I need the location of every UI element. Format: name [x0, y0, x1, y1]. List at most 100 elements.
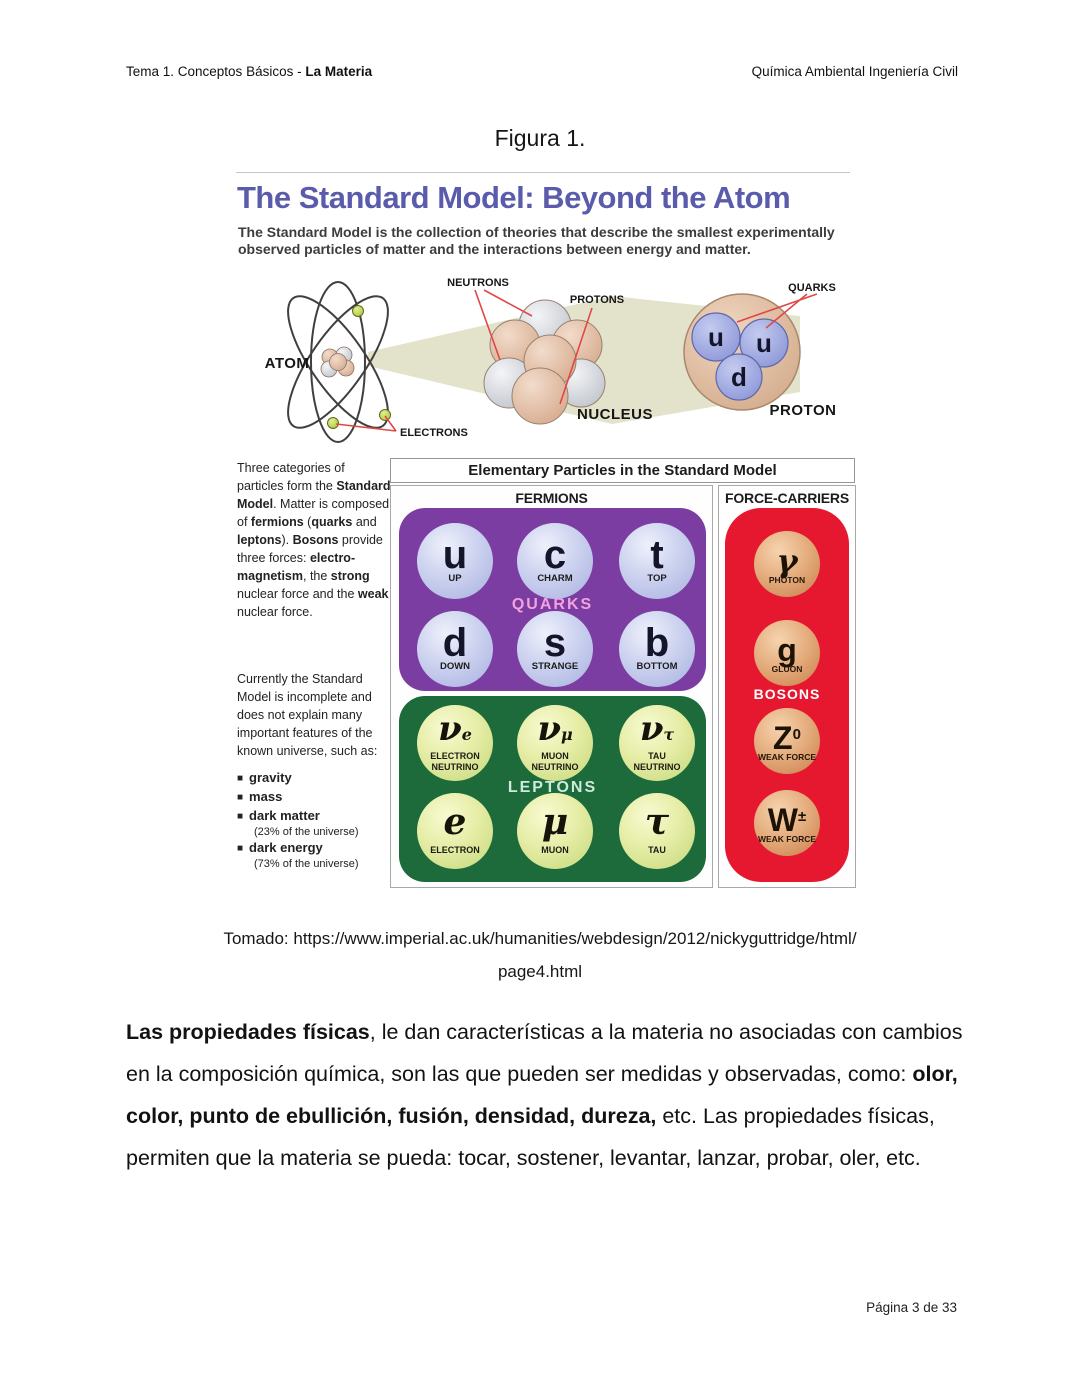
source-citation: Tomado: https://www.imperial.ac.uk/human… [0, 922, 1080, 988]
particle-quark-charm: c CHARM [517, 523, 593, 599]
protons-pointer [559, 307, 593, 405]
particle-tau: τ TAU [619, 793, 695, 869]
bullet-item: ■dark energy (73% of the universe) [237, 839, 393, 871]
text-segment: ( [303, 515, 312, 529]
symbol-sub: μ [560, 725, 573, 744]
particle-symbol: νμ [537, 712, 573, 750]
subtitle-line-1: The Standard Model is the collection of … [238, 224, 835, 240]
particle-electron: e ELECTRON [417, 793, 493, 869]
text-segment: Standard Model [237, 479, 391, 511]
bullet-note: (23% of the universe) [254, 826, 359, 838]
symbol-main: W [767, 801, 798, 838]
orbit-ellipse [287, 295, 389, 429]
particle-name: STRANGE [531, 661, 579, 672]
source-line-2: page4.html [497, 962, 583, 981]
neutrons-label: NEUTRONS [447, 277, 509, 289]
header-left-bold: La Materia [305, 64, 373, 79]
symbol-main: ν [537, 709, 561, 749]
particle-symbol: b [644, 621, 670, 665]
symbol-main: g [777, 631, 797, 668]
bullet-list: ■gravity ■mass ■ dark matter (23% of the … [237, 769, 393, 871]
particle-symbol: W± [768, 803, 806, 836]
electron-dot [327, 417, 339, 429]
quarks-pointer-label: QUARKS [788, 282, 836, 294]
particle-quark-strange: s STRANGE [517, 611, 593, 687]
sidebar-paragraph-2: Currently the Standard Model is incomple… [237, 672, 378, 758]
text-segment: weak [357, 587, 389, 601]
atom-orbits [287, 281, 389, 443]
name-line: MUON [541, 751, 569, 761]
fermions-panel: FERMIONS u UP c CHARM t TOP QUARKS d DOW… [390, 485, 713, 888]
electrons-pointer [384, 415, 397, 432]
particle-name: BOTTOM [636, 661, 678, 672]
particle-quark-top: t TOP [619, 523, 695, 599]
proton-quarks [691, 312, 789, 401]
leptons-group-label: LEPTONS [507, 779, 598, 796]
force-carriers-header: FORCE-CARRIERS [725, 490, 849, 506]
particle-z-boson: Z0 WEAK FORCE [754, 708, 820, 774]
particle-symbol: c [543, 533, 567, 577]
particle-name: TOP [647, 573, 667, 584]
page-number: Página 3 de 33 [866, 1300, 957, 1315]
protons-label: PROTONS [570, 294, 624, 306]
standard-model-subtitle: The Standard Model is the collection of … [238, 224, 835, 257]
particle-symbol: e [444, 804, 467, 844]
name-line: TAU [648, 844, 666, 855]
text-segment: , le dan características a la materia no… [126, 1020, 963, 1086]
electrons-label: ELECTRONS [400, 427, 468, 439]
bullet-item: ■mass [237, 788, 393, 807]
bullet-label: dark matter [249, 808, 320, 823]
bullet-item: ■gravity [237, 769, 393, 788]
quarks-pointer [736, 293, 818, 323]
proton-sphere [511, 367, 569, 425]
particle-symbol: u [442, 533, 468, 577]
nucleus-cluster [483, 299, 606, 425]
body-paragraph: Las propiedades físicas, le dan caracter… [126, 1011, 964, 1179]
nucleus-label: NUCLEUS [577, 406, 653, 423]
particle-symbol: d [442, 621, 468, 665]
figure-caption: Figura 1. [494, 125, 586, 151]
particle-quark-bottom: b BOTTOM [619, 611, 695, 687]
text-segment: etc. Las propiedades físicas, permiten q… [126, 1104, 935, 1170]
bullet-square-icon: ■ [237, 792, 244, 803]
electron-dot [379, 409, 391, 421]
source-line-1: Tomado: https://www.imperial.ac.uk/human… [223, 929, 857, 948]
atom-nucleus-cluster [320, 346, 355, 378]
particle-name: GLUON [771, 663, 803, 674]
bullet-square-icon: ■ [237, 811, 244, 822]
particle-name: UP [448, 573, 462, 584]
text-segment: strong [330, 569, 370, 583]
quark-circle [715, 353, 763, 401]
figure-image: The Standard Model: Beyond the Atom The … [232, 170, 856, 892]
bullet-square-icon: ■ [237, 843, 244, 854]
text-segment: Las propiedades físicas [126, 1020, 370, 1044]
symbol-main: ν [438, 709, 462, 749]
orbit-ellipse [287, 295, 389, 429]
neutrons-pointer [483, 289, 533, 317]
electrons-pointer [335, 423, 397, 432]
particle-gluon: g GLUON [754, 620, 820, 686]
particle-symbol: s [543, 621, 567, 665]
subtitle-line-2: observed particles of matter and the int… [238, 240, 751, 257]
bosons-box: γ PHOTON g GLUON BOSONS Z0 WEAK FORCE W±… [725, 508, 849, 882]
particle-quark-up: u UP [417, 523, 493, 599]
particle-name: ELECTRON [430, 845, 480, 856]
particle-symbol: νe [438, 712, 472, 750]
text-segment: nuclear force. [237, 605, 313, 619]
header-left: Tema 1. Conceptos Básicos - La Materia [126, 64, 372, 79]
quark-letter-u1: u [708, 322, 724, 352]
name-line: ELECTRON [430, 751, 480, 761]
quark-circle [691, 312, 741, 362]
text-segment: , the [303, 569, 331, 583]
particle-name: MUON [541, 845, 569, 856]
text-segment: Bosons [292, 533, 339, 547]
particle-symbol: γ [776, 543, 797, 577]
particle-symbol: g [777, 633, 797, 666]
quark-letter-u2: u [756, 328, 772, 358]
particle-symbol: μ [542, 804, 568, 844]
name-line: NEUTRINO [431, 761, 479, 772]
